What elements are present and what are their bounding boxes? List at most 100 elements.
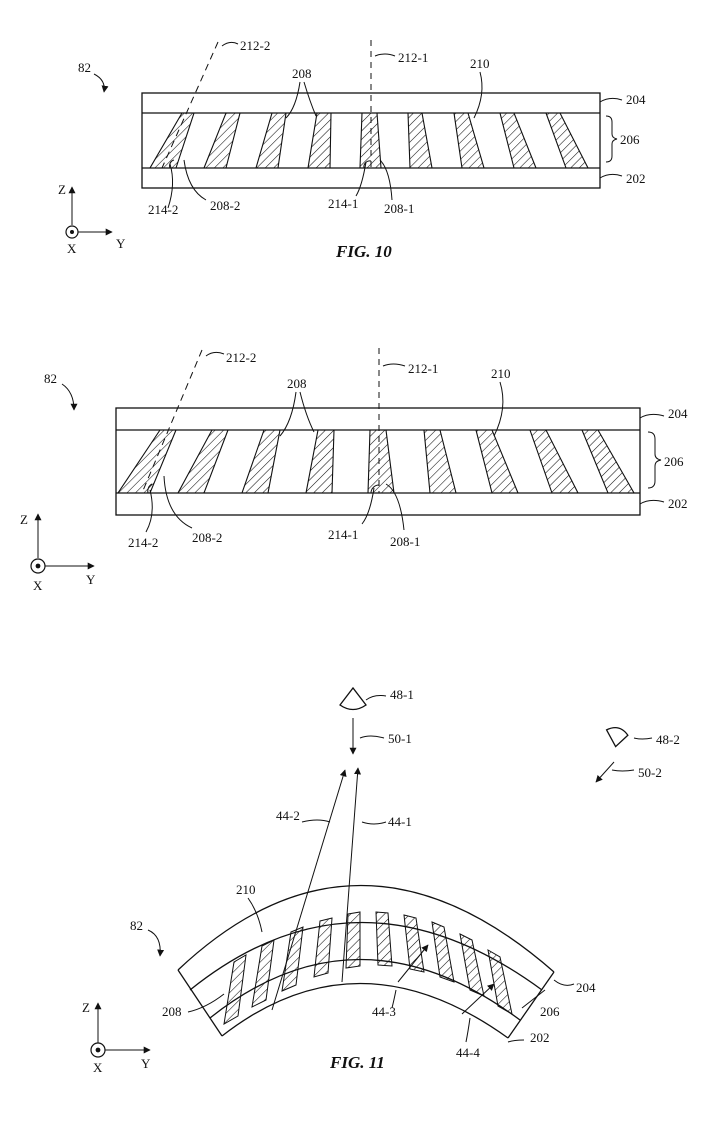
fig11-left-edge (177, 969, 223, 1037)
fig10b-brace (647, 431, 662, 489)
fig11-louver-label: 208 (162, 1004, 182, 1019)
fig11-leader (507, 1039, 525, 1043)
fig10b-leader (299, 391, 315, 433)
fig10b-angle-b-label: 214-1 (328, 527, 358, 542)
fig10-top-layer-label: 204 (626, 92, 646, 107)
eye-2-icon (605, 726, 629, 748)
fig10-leader (303, 81, 317, 117)
fig10b-louver (367, 429, 395, 494)
fig11-louver (459, 933, 485, 997)
fig11-gap-label: 210 (236, 882, 256, 897)
fig10-device-pointer (93, 73, 109, 93)
figure-10-variant: 82 212-2 212-1 208 210 204 (20, 348, 688, 593)
fig10b-angle-a-label: 214-2 (128, 535, 158, 550)
fig10-x-label: X (67, 241, 77, 256)
fig10-leader (355, 161, 367, 197)
fig11-ray-1-label: 44-1 (388, 814, 412, 829)
fig11-dir-1-label: 50-1 (388, 731, 412, 746)
fig10-stack-outline (141, 92, 601, 189)
fig10b-leader (639, 413, 665, 419)
fig10-louver (203, 112, 241, 169)
fig10b-device-label: 82 (44, 371, 57, 386)
fig11-middle-layer-label: 206 (540, 1004, 560, 1019)
fig11-eye-2-label: 48-2 (656, 732, 680, 747)
fig11-louver (281, 926, 304, 992)
fig10-leader (599, 97, 623, 103)
fig11-leader (365, 695, 387, 701)
fig11-ray-44-4 (461, 983, 495, 1015)
fig10-z-label: Z (58, 182, 66, 197)
fig10b-leader (279, 391, 297, 437)
fig11-bottom-surface (221, 982, 509, 1039)
fig10b-angle-arc (147, 483, 153, 494)
fig11-axes: Z X Y (82, 1000, 151, 1075)
fig10-leader (167, 163, 174, 209)
fig10b-gap-label: 210 (491, 366, 511, 381)
fig11-leader (301, 819, 331, 823)
fig10-leader (221, 41, 239, 47)
fig10b-leader (493, 381, 504, 437)
fig11-top-layer-label: 204 (576, 980, 596, 995)
fig10-louver (453, 112, 485, 169)
fig10b-middle-layer-label: 206 (664, 454, 684, 469)
fig10b-angle-arc (370, 484, 380, 494)
fig10b-louver (475, 429, 519, 494)
fig11-louver (313, 917, 333, 978)
fig10b-top-layer-label: 204 (668, 406, 688, 421)
fig10b-leader (382, 363, 406, 367)
fig10-louver (149, 112, 195, 169)
fig10b-bottom-layer-label: 202 (668, 496, 688, 511)
eye-1-icon (339, 686, 367, 711)
fig10-leader (473, 71, 483, 119)
fig11-device-label: 82 (130, 918, 143, 933)
fig10b-x-label: X (33, 578, 43, 593)
fig10-louver (307, 112, 332, 169)
fig10b-leader (145, 489, 153, 533)
fig11-louver (345, 911, 361, 969)
fig11-right-edge (507, 971, 555, 1039)
fig11-top-surface (177, 884, 555, 973)
fig10b-axes: Z X Y (20, 512, 96, 593)
fig11-leader (611, 769, 635, 772)
fig10b-louver (116, 429, 177, 494)
fig11-title: FIG. 11 (329, 1053, 385, 1072)
fig11-louver (375, 911, 393, 967)
fig10b-louver (529, 429, 579, 494)
fig10-title: FIG. 10 (335, 242, 392, 261)
fig11-louver (431, 921, 455, 983)
fig10-louver (499, 112, 537, 169)
fig10b-louvers (116, 429, 635, 494)
fig11-ray-3-label: 44-3 (372, 1004, 396, 1019)
fig10b-louver (305, 429, 335, 494)
fig10-angle-arc (169, 159, 175, 169)
fig11-louver (251, 939, 275, 1008)
fig10b-leader (361, 487, 375, 525)
fig10-louver-label: 208 (292, 66, 312, 81)
fig11-y-label: Y (141, 1056, 151, 1071)
fig11-eye-1-label: 48-1 (390, 687, 414, 702)
fig11-leader (553, 979, 575, 986)
fig10-ray-b-label: 212-1 (398, 50, 428, 65)
fig11-ray-44-1 (341, 767, 362, 983)
fig11-louver (223, 954, 247, 1025)
fig10-ray-a-label: 212-2 (240, 38, 270, 53)
fig11-z-label: Z (82, 1000, 90, 1015)
fig11-leader (361, 821, 387, 825)
fig11-dir-2-label: 50-2 (638, 765, 662, 780)
fig11-ray-4-label: 44-4 (456, 1045, 480, 1060)
fig10-louvers (149, 112, 589, 169)
fig11-x-label: X (93, 1060, 103, 1075)
fig10b-leader (639, 499, 665, 505)
fig11-x-axis-dot (95, 1047, 101, 1053)
fig11-device-pointer (147, 929, 165, 957)
fig10-louver (407, 112, 433, 169)
fig10-louver-a-label: 208-2 (210, 198, 240, 213)
fig10-y-label: Y (116, 236, 126, 251)
fig10-gap-label: 210 (470, 56, 490, 71)
fig10-bottom-layer-label: 202 (626, 171, 646, 186)
fig11-leader (247, 897, 263, 933)
fig10b-z-label: Z (20, 512, 28, 527)
fig10-louver (545, 112, 589, 169)
fig10b-device-pointer (61, 383, 78, 411)
